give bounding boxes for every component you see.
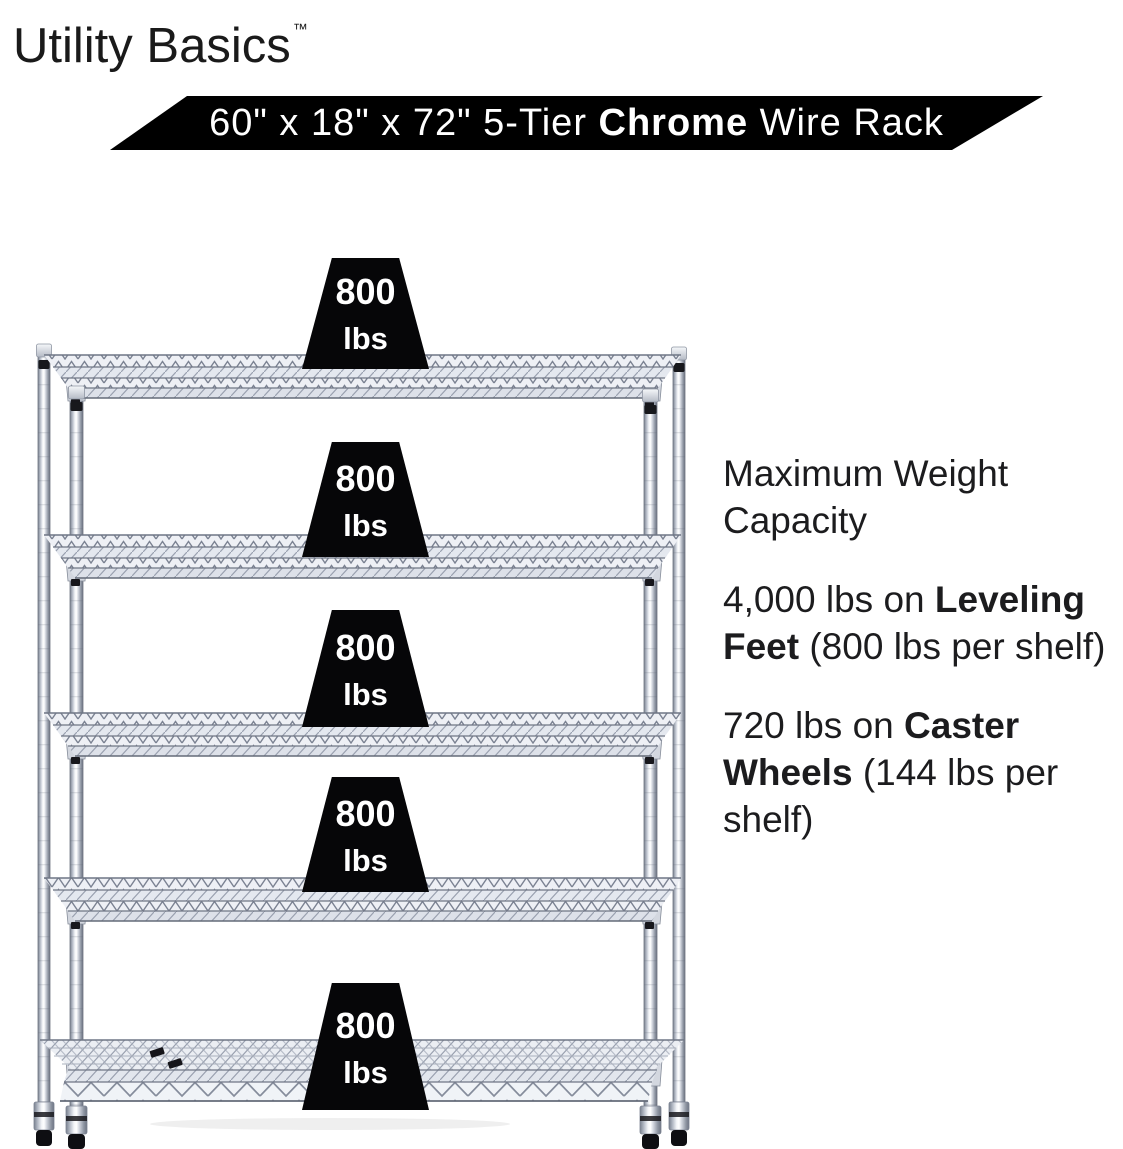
weight-unit: lbs — [343, 843, 388, 878]
leveling-foot-front-right — [639, 1105, 662, 1149]
paragraph-text: (144 lbs per shelf) — [723, 752, 1059, 840]
paragraph-bold-text: Leveling Feet — [723, 579, 1085, 667]
banner-title: 60" x 18" x 72" 5-Tier Chrome Wire Rack — [209, 102, 944, 145]
paragraph-text: 4,000 lbs on — [723, 579, 935, 620]
brand-name: Utility Basics — [13, 19, 291, 73]
leveling-feet — [33, 1101, 690, 1149]
banner-title-prefix: 60" x 18" x 72" 5-Tier — [209, 101, 599, 144]
weight-unit: lbs — [343, 321, 388, 356]
capacity-paragraph-caster-wheels: 720 lbs on Caster Wheels (144 lbs per sh… — [723, 702, 1123, 843]
paragraph-text: 720 lbs on — [723, 705, 905, 746]
weight-value: 800 — [335, 1005, 396, 1046]
leveling-foot-back-left — [33, 1101, 55, 1146]
weight-unit: lbs — [343, 508, 388, 543]
weight-unit: lbs — [343, 677, 388, 712]
shelf-tier-1 — [44, 354, 681, 406]
capacity-heading: Maximum Weight Capacity — [723, 453, 1009, 541]
title-banner: 60" x 18" x 72" 5-Tier Chrome Wire Rack — [110, 96, 1043, 150]
leveling-foot-back-right — [668, 1101, 690, 1146]
capacity-paragraph-leveling-feet: 4,000 lbs on Leveling Feet (800 lbs per … — [723, 576, 1123, 670]
leveling-foot-front-left — [65, 1105, 88, 1149]
shelf-tier-4 — [44, 877, 681, 929]
banner-title-suffix: Wire Rack — [748, 101, 944, 144]
capacity-info: Maximum Weight Capacity 4,000 lbs on Lev… — [723, 450, 1123, 843]
floor-shadow — [150, 1118, 510, 1130]
weight-value: 800 — [335, 627, 396, 668]
rack-post-back-right — [671, 346, 687, 1103]
rack-post-back-left — [36, 343, 52, 1103]
trademark-symbol: ™ — [292, 21, 308, 38]
banner-title-highlight: Chrome — [598, 101, 749, 144]
paragraph-text: (800 lbs per shelf) — [799, 626, 1106, 667]
weight-value: 800 — [335, 458, 396, 499]
front-post-caps — [68, 385, 659, 414]
paragraph-bold-text: Caster Wheels — [723, 705, 1020, 793]
shelf-tier-3 — [44, 712, 681, 764]
weight-unit: lbs — [343, 1055, 388, 1090]
weight-value: 800 — [335, 271, 396, 312]
weight-value: 800 — [335, 793, 396, 834]
shelf-tier-2 — [44, 534, 681, 586]
